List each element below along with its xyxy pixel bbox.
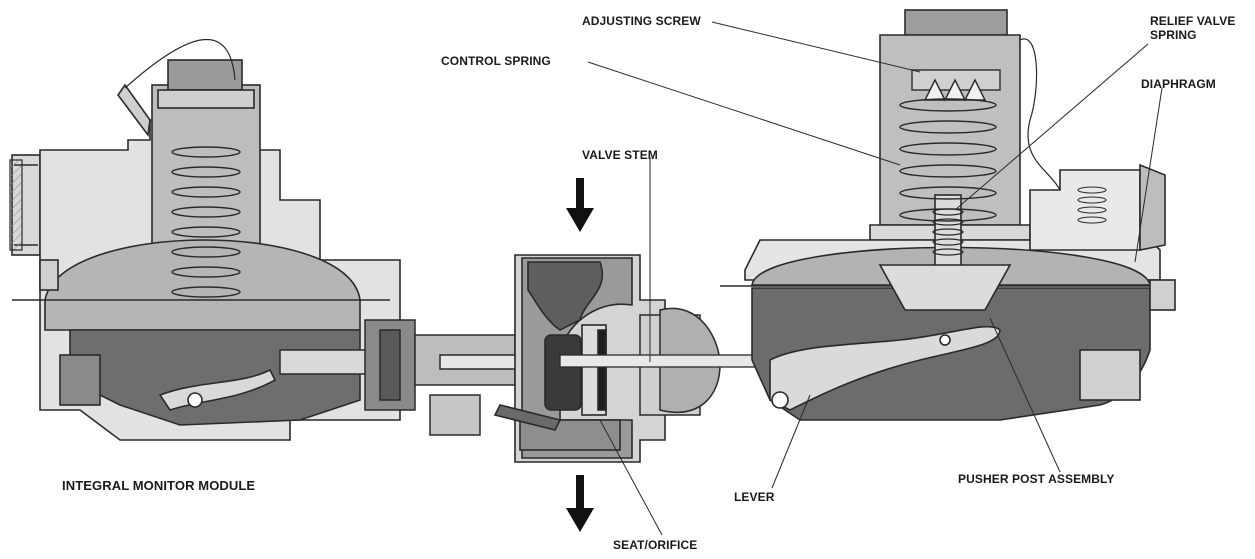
label-relief-valve-spring: RELIEF VALVE SPRING bbox=[1150, 14, 1235, 42]
monitor-inlet-ring bbox=[9, 159, 23, 251]
control-spring-coils bbox=[899, 98, 997, 222]
label-relief-valve-line1: RELIEF VALVE bbox=[1150, 14, 1236, 28]
main-regulator-body bbox=[720, 9, 1176, 421]
vent-spring-coils bbox=[1077, 186, 1107, 224]
label-control-spring: CONTROL SPRING bbox=[441, 54, 551, 68]
adjusting-screw bbox=[911, 69, 1001, 102]
monitor-sense-line bbox=[124, 39, 236, 89]
label-valve-stem: VALVE STEM bbox=[582, 148, 658, 162]
arrow-down-icon bbox=[566, 178, 594, 232]
label-relief-valve-line2: SPRING bbox=[1150, 28, 1197, 42]
label-integral-monitor-module: INTEGRAL MONITOR MODULE bbox=[62, 478, 256, 493]
integral-monitor-module-body bbox=[11, 59, 401, 441]
arrow-down-icon bbox=[566, 475, 594, 532]
label-pusher-post-assembly: PUSHER POST ASSEMBLY bbox=[958, 472, 1115, 486]
label-adjusting-screw: ADJUSTING SCREW bbox=[582, 14, 701, 28]
leader-lines bbox=[587, 21, 1163, 536]
label-lever: LEVER bbox=[734, 490, 775, 504]
label-seat-orifice: SEAT/ORIFICE bbox=[613, 538, 698, 552]
relief-valve-spring-coils bbox=[932, 208, 964, 256]
label-diaphragm: DIAPHRAGM bbox=[1141, 77, 1216, 91]
regulator-sense-line bbox=[1019, 38, 1061, 191]
monitor-spring-coils bbox=[171, 146, 241, 298]
